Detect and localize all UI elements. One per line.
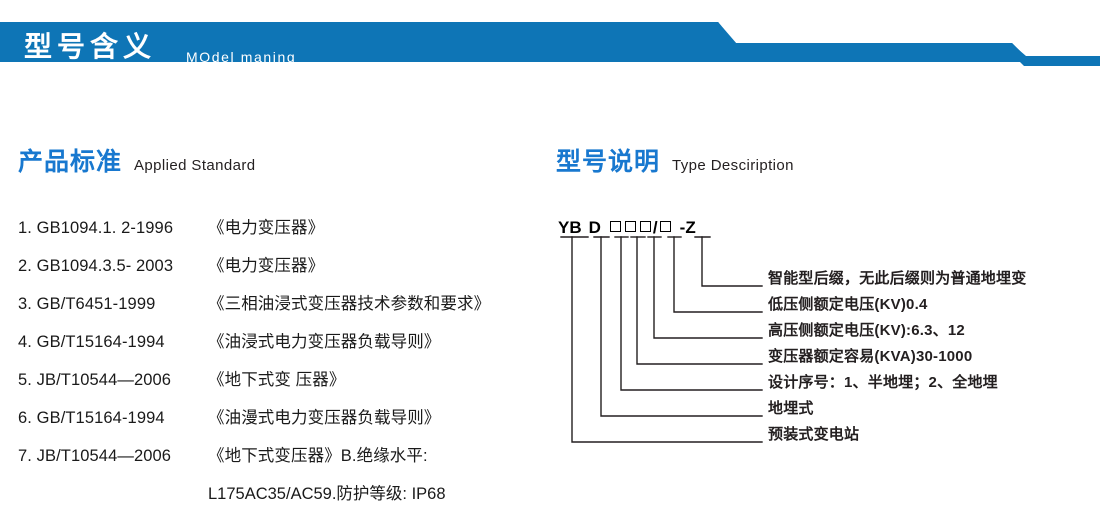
section-heading-cn: 型号说明 [556,148,661,176]
section-heading-cn: 产品标准 [18,148,123,176]
standard-code: 5. JB/T10544—2006 [18,371,172,389]
list-item: 6. GB/T15164-1994 《油漫式电力变压器负载导则》 [18,404,548,442]
callout-label-design-serial: 设计序号：1、半地埋；2、全地埋 [768,374,998,391]
standard-title: 《地下式变 压器》 [208,371,346,389]
page-banner [0,22,1100,72]
list-item: 1. GB1094.1. 2-1996 《电力变压器》 [18,214,548,252]
callout-label-smart-suffix: 智能型后缀，无此后缀则为普通地埋变 [768,270,1027,287]
standard-code: 4. GB/T15164-1994 [18,333,165,351]
section-heading-en: Applied Standard [134,157,256,174]
standard-code: 6. GB/T15164-1994 [18,409,165,427]
banner-title: 型号含义 [24,31,157,62]
standards-list: 1. GB1094.1. 2-1996 《电力变压器》 2. GB1094.3.… [18,214,548,518]
type-code-d: D [588,218,601,237]
list-item: 5. JB/T10544—2006 《地下式变 压器》 [18,366,548,404]
type-code-z: Z [685,218,696,237]
callout-label-substation: 预装式变电站 [768,426,860,443]
leader-lines [560,236,763,443]
list-item: 3. GB/T6451-1999 《三相油浸式变压器技术参数和要求》 [18,290,548,328]
type-code-box-capacity [609,221,621,232]
standard-title: 《油漫式电力变压器负载导则》 [208,409,441,427]
standard-title: 《电力变压器》 [208,257,325,275]
standard-title: 《电力变压器》 [208,219,325,237]
type-code-box-design [624,221,636,232]
type-code-dash: - [679,218,686,237]
standard-code: 1. GB1094.1. 2-1996 [18,219,174,237]
type-code-slash: / [652,218,658,237]
callout-label-lv-voltage: 低压侧额定电压(KV)0.4 [768,296,928,313]
standard-title: 《地下式变压器》B.绝缘水平: [208,447,428,465]
callout-label-rated-capacity: 变压器额定容易(KVA)30-1000 [768,348,973,365]
section-heading-type-description: 型号说明 Type Desciription [556,142,794,178]
section-heading-en: Type Desciription [672,157,794,174]
callout-label-hv-voltage: 高压侧额定电压(KV):6.3、12 [768,322,965,339]
standard-code: 7. JB/T10544—2006 [18,447,172,465]
standard-title: 《油浸式电力变压器负载导则》 [208,333,441,351]
section-heading-applied-standard: 产品标准 Applied Standard [18,142,256,178]
standard-title: 《三相油浸式变压器技术参数和要求》 [208,295,491,313]
standard-code: 3. GB/T6451-1999 [18,295,156,313]
type-code-box-hv [639,221,651,232]
banner-shape [0,22,1100,66]
banner-subtitle: MOdel maning [186,49,297,65]
type-code-box-lv [659,221,671,232]
type-code-yb: YB [558,218,582,237]
standard-code: 2. GB1094.3.5- 2003 [18,257,174,275]
type-code-string: YB D / -Z [558,218,696,238]
list-item: 2. GB1094.3.5- 2003 《电力变压器》 [18,252,548,290]
list-item: 7. JB/T10544—2006 《地下式变压器》B.绝缘水平: [18,442,548,480]
standard-title-continuation: L175AC35/AC59.防护等级: IP68 [208,485,446,503]
callout-label-buried-type: 地埋式 [768,400,814,417]
list-item: 4. GB/T15164-1994 《油浸式电力变压器负载导则》 [18,328,548,366]
